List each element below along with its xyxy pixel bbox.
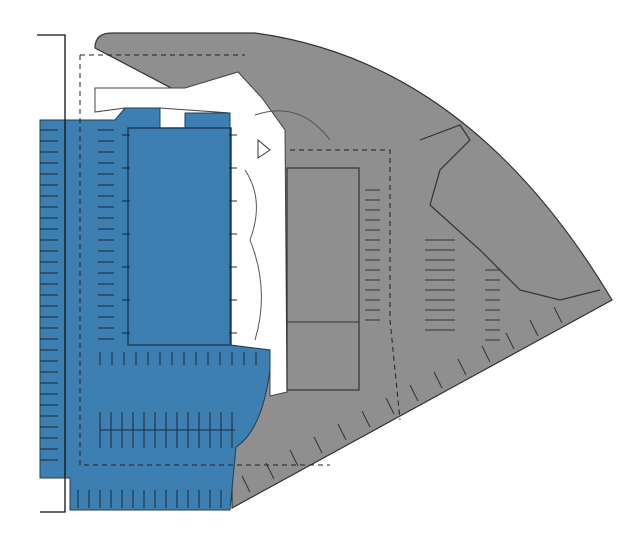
parking-stall-line — [337, 423, 347, 441]
parking-stall-line — [409, 384, 419, 402]
parking-stall-line — [457, 358, 467, 376]
parking-stall-line — [385, 397, 395, 415]
parking-stall-line — [361, 410, 371, 428]
driveway-curve — [244, 110, 331, 341]
gray-building — [286, 167, 360, 391]
parking-stall-line — [265, 462, 275, 480]
parking-stalls — [40, 129, 257, 508]
site-parcel-gray — [94, 32, 613, 510]
parking-stall-line — [433, 371, 443, 389]
parking-stall-line — [505, 332, 515, 350]
inner-road — [419, 124, 601, 301]
parking-stall-line — [481, 345, 491, 363]
parking-stall-line — [313, 436, 323, 454]
parking-stall-line — [241, 475, 251, 493]
parking-stall-line — [553, 306, 563, 324]
blue-building-outline — [127, 127, 232, 346]
parking-stall-line — [529, 319, 539, 337]
island-triangle — [257, 138, 271, 159]
property-line-dashed — [79, 54, 401, 466]
parking-stall-line — [289, 449, 299, 467]
boundary-line — [37, 34, 66, 513]
parking-stalls-gray — [241, 189, 563, 493]
